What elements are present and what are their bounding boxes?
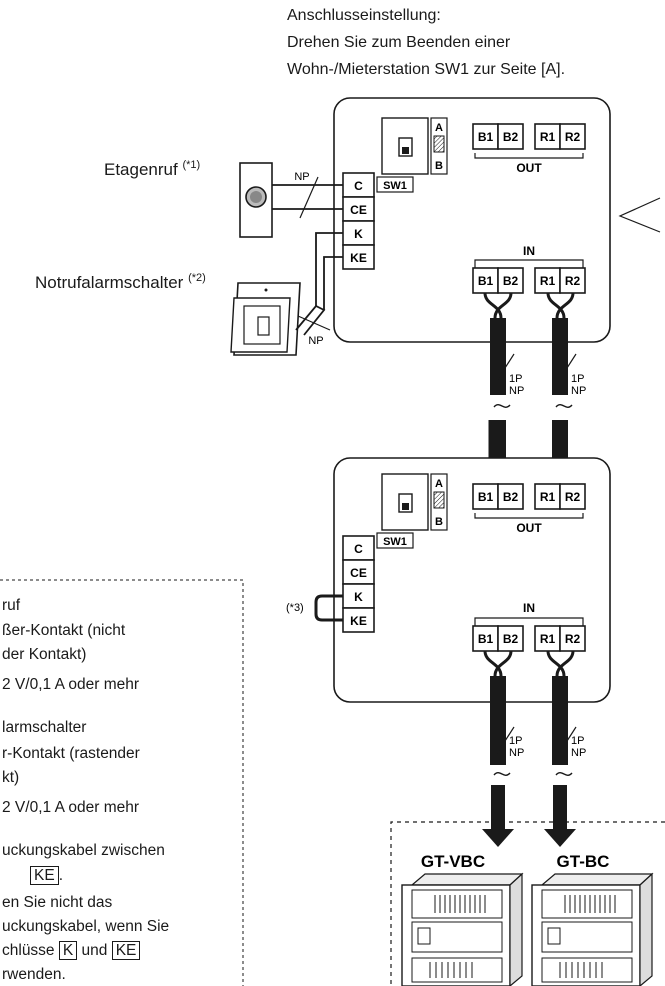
out-label: OUT [516,521,542,535]
terminal-r2: R2 [565,490,581,504]
floor-call-footnote: (*1) [182,159,201,171]
note-3-line-2: KE. [2,865,63,887]
terminal-c: C [354,179,363,193]
terminal-r1: R1 [540,130,556,144]
callout-pointer [618,197,661,233]
terminal-k: K [354,590,363,604]
note-2-line-2: r-Kontakt (rastender [2,745,140,762]
pair-label-2: 1P [571,373,584,385]
alarm-switch-label: Notrufalarmschalter (*2) [35,272,206,292]
note-3-line-1: uckungskabel zwischen [2,842,165,859]
in-terminals-1: IN B1 B2 R1 R2 [472,244,586,294]
cable-r1-r2-2: 1P NP [544,650,586,847]
in-terminals-2: IN B1 B2 R1 R2 [472,601,586,652]
terminal-r1: R1 [540,490,556,504]
sw1-label: SW1 [383,536,407,548]
terminal-b1: B1 [478,130,494,144]
terminal-ke: KE [350,614,367,628]
terminal-r2: R2 [565,130,581,144]
note-3-line-4: uckungskabel, wenn Sie [2,918,170,935]
connection-setting-line-2: Drehen Sie zum Beenden einer [287,34,511,51]
note-3-line-6: rwenden. [2,966,66,983]
terminal-c: C [354,542,363,556]
terminal-r2: R2 [565,632,581,646]
pair-label-1: 1P [509,373,522,385]
device-area-border [390,821,665,986]
connection-setting-line-3: Wohn-/Mieterstation SW1 zur Seite [A]. [287,61,566,78]
terminal-ke: KE [350,251,367,265]
terminal-b1: B1 [478,274,494,288]
switch-b-label: B [435,516,443,528]
terminal-b1: B1 [478,632,494,646]
terminal-b1: B1 [478,490,494,504]
terminal-b2: B2 [503,130,519,144]
alarm-switch-footnote: (*2) [188,272,206,284]
pair-label-3: 1P [509,735,522,747]
device-gt-vbc-label: GT-VBC [421,852,485,871]
in-label: IN [523,244,535,258]
terminal-b2: B2 [503,490,519,504]
pair-label-4: 1P [571,735,584,747]
np-label-1: NP [294,171,309,183]
terminal-r1: R1 [540,632,556,646]
terminal-ce: CE [350,566,367,580]
note-1-line-3: der Kontakt) [2,646,87,663]
gt-vbc-device-icon [401,872,524,986]
out-label: OUT [516,161,542,175]
connection-setting-title: Anschlusseinstellung: [287,7,441,24]
notes-box-border [0,579,244,986]
switch-b-label: B [435,160,443,172]
left-terminal-strip-2: C CE K KE [342,535,375,633]
np-label-3: NP [509,385,524,397]
jumper-footnote: (*3) [286,602,304,614]
note-2-line-3: kt) [2,769,20,786]
terminal-r1: R1 [540,274,556,288]
out-terminals-1: B1 B2 R1 R2 OUT [472,123,586,175]
np-label-4: NP [571,385,586,397]
alarm-switch-icon [230,282,301,356]
np-label-5: NP [509,747,524,759]
out-terminals-2: B1 B2 R1 R2 OUT [472,483,586,535]
in-label: IN [523,601,535,615]
switch-a-label: A [435,478,443,490]
terminal-b2: B2 [503,274,519,288]
note-2-line-1: larmschalter [2,719,87,736]
switch-a-label: A [435,122,443,134]
gt-bc-device-icon [531,872,654,986]
cable-b1-b2-1: 1P NP [483,292,524,486]
terminal-r2: R2 [565,274,581,288]
terminal-box-ke-2: KE [111,941,141,960]
cable-b1-b2-2: 1P NP [482,650,524,847]
note-2-line-4: 2 V/0,1 A oder mehr [2,799,140,816]
note-3-line-3: en Sie nicht das [2,894,113,911]
device-gt-bc-label: GT-BC [557,852,610,871]
note-3-line-5: chlüsse K und KE [2,940,141,962]
np-label-6: NP [571,747,586,759]
note-1-line-4: 2 V/0,1 A oder mehr [2,676,140,693]
sw1-label: SW1 [383,180,407,192]
jumper-wire [314,594,343,622]
note-1-line-2: ßer-Kontakt (nicht [2,622,126,639]
floor-call-label: Etagenruf (*1) [104,159,201,179]
terminal-box-k: K [58,941,78,960]
left-terminal-strip-1: C CE K KE [342,172,375,270]
terminal-ce: CE [350,203,367,217]
np-label-2: NP [308,335,323,347]
terminal-k: K [354,227,363,241]
terminal-box-ke: KE [30,866,59,885]
note-1-line-1: ruf [2,597,21,614]
terminal-b2: B2 [503,632,519,646]
cable-r1-r2-1: 1P NP [546,292,586,486]
